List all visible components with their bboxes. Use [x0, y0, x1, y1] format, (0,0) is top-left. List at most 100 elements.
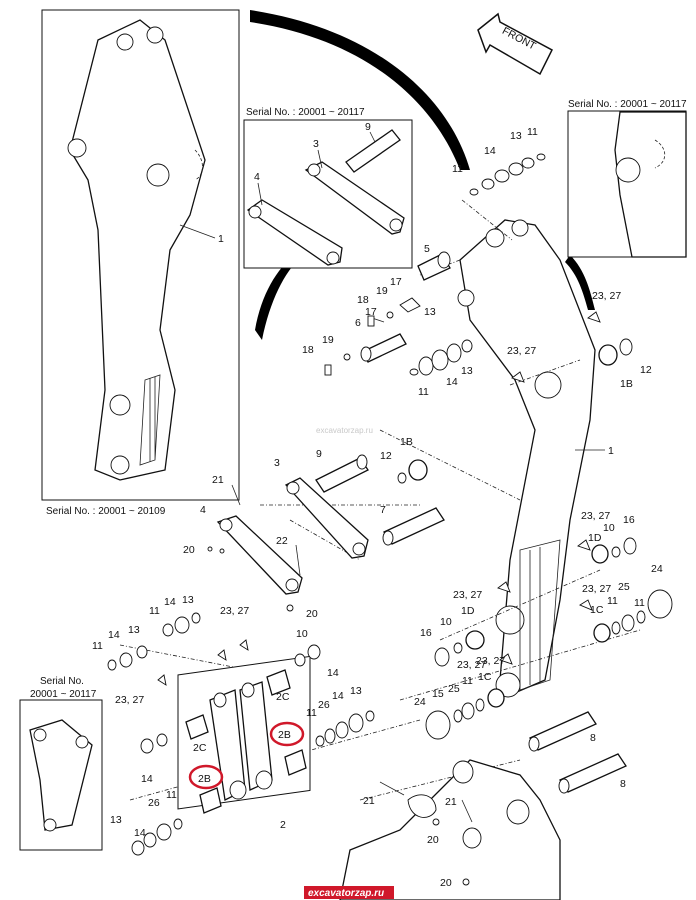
- label-11f: 11: [462, 675, 473, 687]
- label-2c-left: 2C: [193, 742, 207, 754]
- label-13b: 13: [424, 306, 436, 318]
- label-26a: 26: [318, 699, 330, 711]
- label-10-link: 10: [296, 628, 308, 640]
- label-9: 9: [316, 448, 322, 460]
- label-boom-main: 1: [608, 445, 614, 457]
- highlight-circle-2b-left: [188, 764, 224, 790]
- label-14g: 14: [164, 596, 176, 608]
- inset-boom-top-left: 1 Serial No. : 20001 ~ 20109: [41, 9, 240, 517]
- label-13f: 13: [182, 594, 194, 606]
- label-boom-inset: 1: [218, 233, 224, 245]
- label-23-27h: 23, 27: [115, 694, 144, 706]
- label-25a: 25: [618, 581, 630, 593]
- label-20d: 20: [440, 877, 452, 889]
- label-14e: 14: [332, 690, 344, 702]
- label-23-27a: 23, 27: [592, 290, 621, 302]
- assembly-arc-left: [255, 250, 300, 340]
- label-23-27g: 23, 27: [220, 605, 249, 617]
- label-21a: 21: [212, 474, 224, 486]
- front-arrow: FRONT: [477, 12, 553, 76]
- label-10-upper: 10: [603, 522, 615, 534]
- assembly-arc-right: [565, 255, 595, 310]
- label-11b: 11: [527, 126, 538, 138]
- label-16a: 16: [623, 514, 635, 526]
- right-upper-bushing: 23, 27 1B 12 23, 27: [507, 290, 652, 390]
- label-2b-left: 2B: [198, 773, 211, 785]
- upper-pin-cluster: 5 17 19 18 6 17 19 18 13 14 13 11: [302, 243, 473, 398]
- label-23-27e: 23, 27: [453, 589, 482, 601]
- label-22: 22: [276, 535, 288, 547]
- label-3: 3: [274, 457, 280, 469]
- label-11i: 11: [149, 605, 160, 617]
- label-17b: 17: [365, 306, 377, 318]
- label-14f: 14: [108, 629, 120, 641]
- left-lower-seals: 13 14 26 11: [110, 789, 183, 856]
- label-2c-right: 2C: [276, 691, 290, 703]
- label-11h: 11: [92, 640, 103, 652]
- label-20b: 20: [306, 608, 318, 620]
- label-11c: 11: [418, 386, 429, 398]
- label-14c: 14: [327, 667, 339, 679]
- arm-link-2: 2 2C 10 14 2C 14 2B 2B 23, 27 23, 27 23,…: [115, 605, 505, 831]
- main-link3: 3 7: [274, 457, 445, 559]
- label-11a: 11: [452, 163, 463, 175]
- label-21b: 21: [363, 795, 375, 807]
- label-23-27i: 23, 27: [476, 655, 505, 667]
- label-link3-inset: 3: [313, 138, 319, 150]
- label-24b: 24: [414, 696, 426, 708]
- label-1d-upper: 1D: [588, 532, 602, 544]
- lower-right-cluster: 24 15 25 11 1C 8 8 21 21 20 20: [339, 671, 627, 900]
- label-13a: 13: [510, 130, 522, 142]
- serial-note-top-right: Serial No. : 20001 ~ 20117: [568, 99, 687, 110]
- label-23-27c: 23, 27: [581, 510, 610, 522]
- inset-top-right: Serial No. : 20001 ~ 20117: [567, 99, 687, 258]
- mid-pin9: 9 excavatorzap.ru 12 1B: [315, 426, 428, 493]
- label-13d: 13: [350, 685, 362, 697]
- label-2b-right: 2B: [278, 729, 291, 741]
- serial-note-bottom-left-1: Serial No.: [40, 676, 84, 687]
- label-20c: 20: [427, 834, 439, 846]
- label-16b: 16: [420, 627, 432, 639]
- label-21c: 21: [445, 796, 457, 808]
- label-18a: 18: [357, 294, 369, 306]
- label-10-lower: 10: [440, 616, 452, 628]
- label-19b: 19: [322, 334, 334, 346]
- label-14b: 14: [446, 376, 458, 388]
- main-boom: 1: [457, 219, 614, 698]
- label-2: 2: [280, 819, 286, 831]
- label-15a: 15: [432, 688, 444, 700]
- brand-text: excavatorzap.ru: [308, 888, 384, 899]
- label-23-27f: 23, 27: [457, 659, 486, 671]
- label-17a: 17: [390, 276, 402, 288]
- label-5: 5: [424, 243, 430, 255]
- label-14a: 14: [484, 145, 496, 157]
- right-mid-hardware: 23, 27 1D 10 16 23, 27 1C 11 25 11 24 23…: [420, 510, 673, 671]
- label-13g: 13: [110, 814, 122, 826]
- inset-link-top-center: Serial No. : 20001 ~ 20117 4 3 9: [243, 107, 413, 269]
- label-link4-inset: 4: [254, 171, 260, 183]
- label-8-lower: 8: [620, 778, 626, 790]
- label-pin9-inset: 9: [365, 121, 371, 133]
- label-24a: 24: [651, 563, 663, 575]
- label-11d: 11: [607, 595, 618, 607]
- label-12a: 12: [640, 364, 652, 376]
- label-1d-lower: 1D: [461, 605, 475, 617]
- label-8-upper: 8: [590, 732, 596, 744]
- serial-note-top-left: Serial No. : 20001 ~ 20109: [46, 506, 166, 517]
- label-14d: 14: [141, 773, 153, 785]
- watermark: excavatorzap.ru: [316, 426, 373, 435]
- label-13c: 13: [461, 365, 473, 377]
- label-1c-lower: 1C: [478, 671, 492, 683]
- label-6: 6: [355, 317, 361, 329]
- label-18b: 18: [302, 344, 314, 356]
- brand-label: excavatorzap.ru: [304, 886, 394, 899]
- label-26b: 26: [148, 797, 160, 809]
- main-link4: 4 21 20 22 20: [183, 474, 318, 620]
- label-23-27d: 23, 27: [582, 583, 611, 595]
- label-19a: 19: [376, 285, 388, 297]
- label-7: 7: [380, 504, 386, 516]
- label-1b-mid: 1B: [400, 436, 413, 448]
- label-4: 4: [200, 504, 206, 516]
- serial-note-top-center: Serial No. : 20001 ~ 20117: [246, 107, 365, 118]
